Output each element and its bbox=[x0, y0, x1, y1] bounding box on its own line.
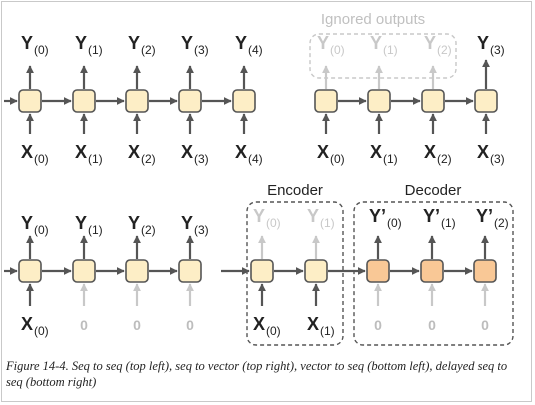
rnn-cell bbox=[178, 259, 202, 283]
ignored-output-label: Y(0) bbox=[317, 33, 345, 57]
input-label: X(3) bbox=[181, 142, 209, 166]
decoder-title: Decoder bbox=[405, 182, 462, 199]
input-label: X(0) bbox=[21, 314, 49, 338]
encoder-output-label: Y(0) bbox=[253, 206, 281, 230]
output-label: Y(3) bbox=[181, 213, 209, 237]
rnn-cell bbox=[18, 259, 42, 283]
decoder-output-label: Y’(1) bbox=[423, 206, 456, 230]
zero-input-label: 0 bbox=[374, 317, 382, 333]
zero-input-label: 0 bbox=[481, 317, 489, 333]
zero-input-label: 0 bbox=[428, 317, 436, 333]
output-label: Y(4) bbox=[235, 33, 263, 57]
encoder-title: Encoder bbox=[267, 182, 323, 199]
zero-input-label: 0 bbox=[186, 317, 194, 333]
input-label: X(2) bbox=[424, 142, 452, 166]
decoder-cell bbox=[366, 259, 390, 283]
rnn-cell bbox=[421, 89, 445, 113]
figure-caption: Figure 14-4. Seq to seq (top left), seq … bbox=[6, 359, 508, 389]
encoder-cell bbox=[304, 259, 328, 283]
output-label: Y(2) bbox=[128, 213, 156, 237]
ignored-output-label: Y(1) bbox=[370, 33, 398, 57]
final-output-label: Y(3) bbox=[477, 33, 505, 57]
ignored-outputs-box bbox=[309, 33, 457, 79]
decoder-cell bbox=[420, 259, 444, 283]
rnn-cell bbox=[232, 89, 256, 113]
rnn-cell bbox=[125, 259, 149, 283]
rnn-cell bbox=[474, 89, 498, 113]
output-label: Y(3) bbox=[181, 33, 209, 57]
output-label: Y(2) bbox=[128, 33, 156, 57]
ignored-outputs-title: Ignored outputs bbox=[321, 11, 425, 28]
decoder-box bbox=[353, 201, 514, 346]
encoder-output-label: Y(1) bbox=[307, 206, 335, 230]
encoder-input-label: X(0) bbox=[253, 314, 281, 338]
rnn-cell bbox=[367, 89, 391, 113]
decoder-output-label: Y’(2) bbox=[476, 206, 509, 230]
input-label: X(1) bbox=[370, 142, 398, 166]
rnn-cell bbox=[178, 89, 202, 113]
decoder-output-label: Y’(0) bbox=[369, 206, 402, 230]
rnn-cell bbox=[72, 259, 96, 283]
rnn-cell bbox=[125, 89, 149, 113]
decoder-cell bbox=[473, 259, 497, 283]
zero-input-label: 0 bbox=[133, 317, 141, 333]
input-label: X(2) bbox=[128, 142, 156, 166]
input-label: X(1) bbox=[75, 142, 103, 166]
rnn-cell bbox=[314, 89, 338, 113]
input-label: X(0) bbox=[21, 142, 49, 166]
output-label: Y(0) bbox=[21, 213, 49, 237]
encoder-input-label: X(1) bbox=[307, 314, 335, 338]
output-label: Y(0) bbox=[21, 33, 49, 57]
encoder-cell bbox=[250, 259, 274, 283]
rnn-diagrams: Y(0) X(0) Y(1) X(1) Y(2) X(2) Y(3) X(3) Y(4) X(4)… bbox=[4, 11, 514, 346]
input-label: X(4) bbox=[235, 142, 263, 166]
output-label: Y(1) bbox=[75, 213, 103, 237]
rnn-cell bbox=[18, 89, 42, 113]
input-label: X(3) bbox=[477, 142, 505, 166]
zero-input-label: 0 bbox=[80, 317, 88, 333]
output-label: Y(1) bbox=[75, 33, 103, 57]
input-label: X(0) bbox=[317, 142, 345, 166]
ignored-output-label: Y(2) bbox=[424, 33, 452, 57]
rnn-cell bbox=[72, 89, 96, 113]
